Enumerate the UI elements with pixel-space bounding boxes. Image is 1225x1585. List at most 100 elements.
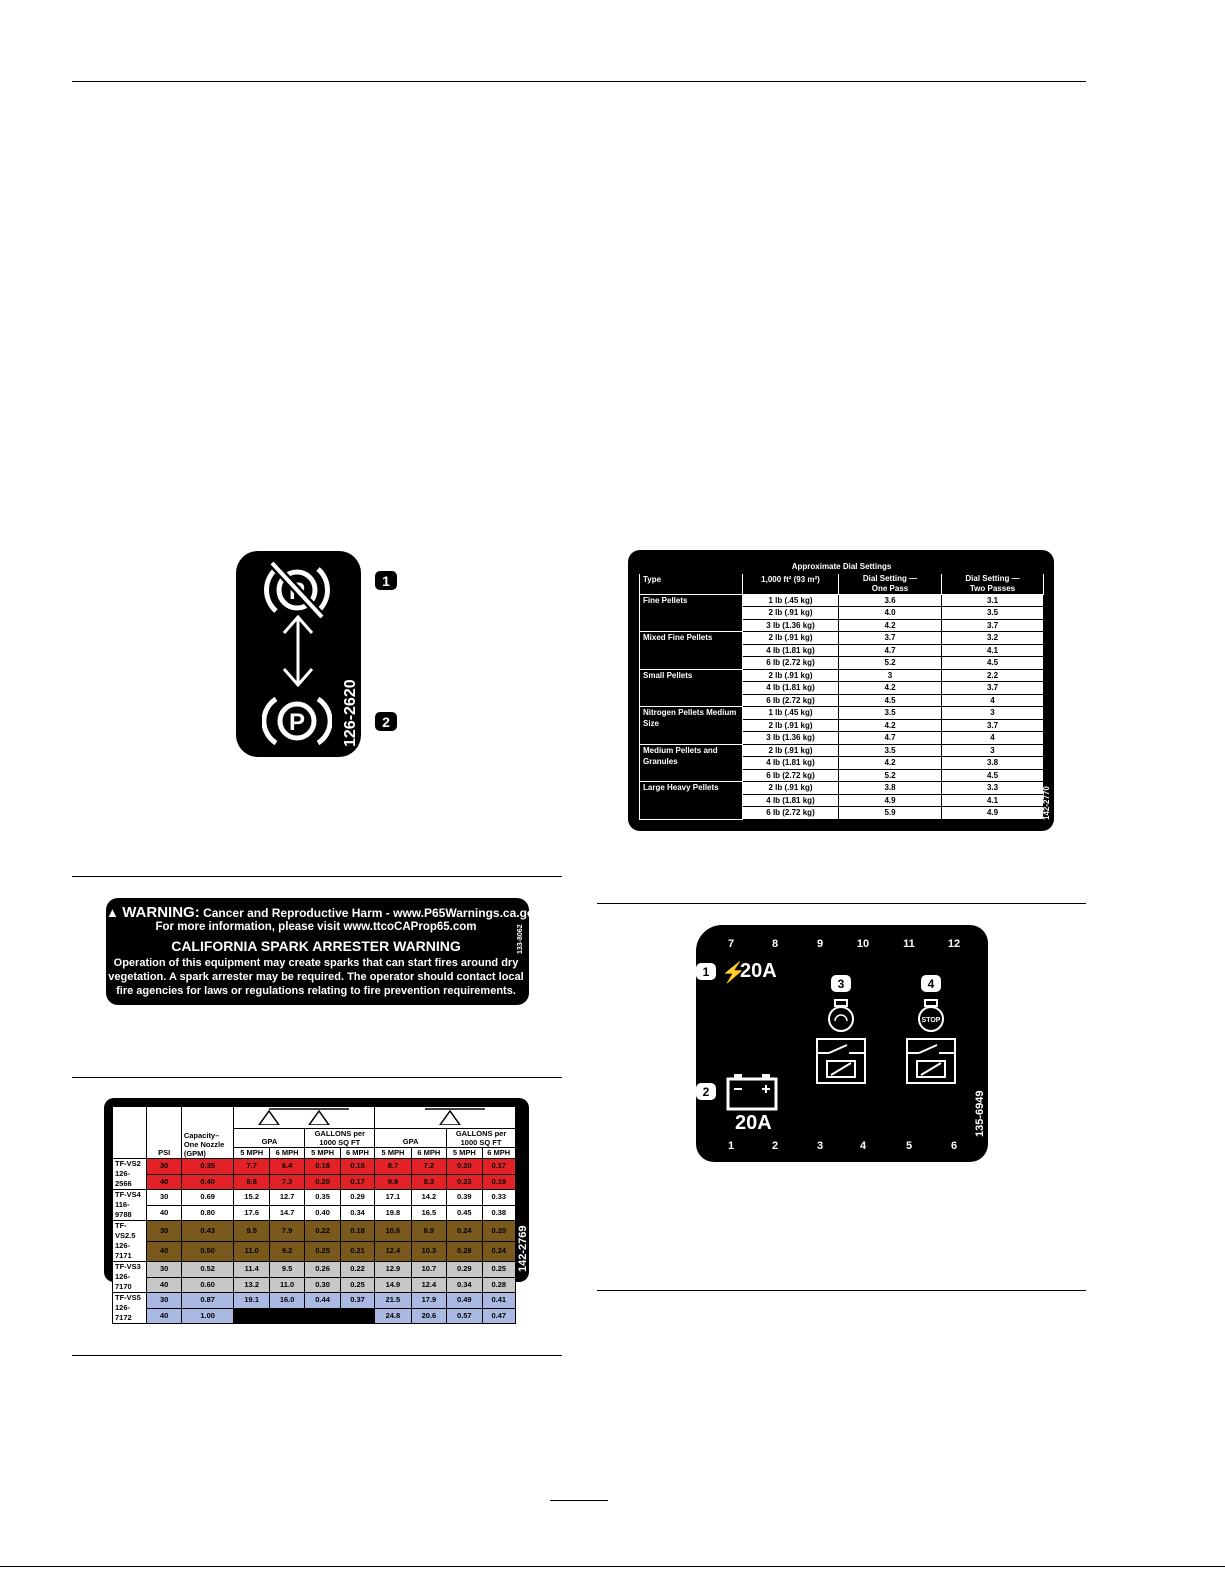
psi-cell: 30	[146, 1158, 182, 1175]
value-cell: 0.35	[180, 1158, 235, 1175]
callout-2: 2	[375, 712, 397, 731]
decal-part-number: 142-2769	[517, 1225, 529, 1273]
parking-brake-release-icon: P	[264, 559, 330, 621]
relay-stop-icon	[906, 1038, 956, 1084]
rate-cell: 6 lb (2.72 kg)	[742, 656, 839, 670]
one-pass-cell: 3.6	[838, 593, 942, 607]
fuse-position-number: 5	[905, 1140, 913, 1152]
value-cell: 0.52	[180, 1261, 235, 1278]
decal-part-number: 135-6949	[974, 1090, 986, 1138]
double-arrow-icon	[282, 614, 314, 688]
value-cell: 0.39	[446, 1189, 483, 1206]
value-cell: 12.4	[410, 1276, 448, 1293]
header-rule	[72, 81, 1086, 82]
decal-part-number: 133-8062	[517, 924, 524, 954]
fuse-position-number: 7	[727, 938, 735, 950]
value-cell: 0.19	[481, 1173, 517, 1190]
decal-part-number: 126-2620	[342, 679, 359, 747]
mph5-header: 5 MPH	[233, 1147, 270, 1159]
value-cell: 0.25	[481, 1261, 517, 1278]
mph6-header: 6 MPH	[268, 1147, 306, 1159]
value-cell: 0.40	[304, 1204, 341, 1221]
value-cell: 7.7	[233, 1158, 270, 1175]
nozzle-model: TF-VS2.5 126-7171	[111, 1220, 148, 1262]
warning-body-3: fire agencies for laws or regulations re…	[116, 985, 516, 997]
mph5-header: 5 MPH	[374, 1147, 412, 1159]
value-cell: 0.57	[446, 1307, 483, 1324]
value-cell: 20.6	[410, 1307, 448, 1324]
value-cell: 12.7	[268, 1189, 306, 1206]
one-pass-cell: 5.2	[838, 656, 942, 670]
fuse-position-number: 1	[727, 1140, 735, 1152]
col-header-type: Type	[639, 572, 743, 595]
gallons-header: GALLONS per 1000 SQ FT	[446, 1128, 516, 1148]
two-passes-cell: 3.7	[940, 681, 1045, 695]
dial-settings-decal: Approximate Dial Settings Type 1,000 ft²…	[628, 550, 1054, 831]
value-cell: 0.69	[180, 1189, 235, 1206]
col-header-area: 1,000 ft² (93 m²)	[742, 572, 839, 595]
value-cell: 13.2	[233, 1276, 270, 1293]
rate-cell: 4 lb (1.81 kg)	[742, 756, 839, 770]
value-cell: 9.9	[374, 1173, 412, 1190]
psi-cell: 30	[146, 1261, 182, 1278]
one-pass-cell: 3.7	[838, 631, 942, 645]
rate-cell: 2 lb (.91 kg)	[742, 743, 839, 757]
dial-table-title: Approximate Dial Settings	[638, 560, 1045, 574]
rate-cell: 6 lb (2.72 kg)	[742, 806, 839, 820]
one-pass-cell: 3	[838, 668, 942, 682]
one-pass-cell: 4.7	[838, 643, 942, 657]
value-cell: 9.2	[268, 1240, 306, 1262]
page-number-rule	[550, 1500, 608, 1501]
value-cell: 10.3	[410, 1240, 448, 1262]
fuse-position-number: 4	[859, 1140, 867, 1152]
divider-left-3	[72, 1355, 562, 1356]
fuse-position-number: 8	[771, 938, 779, 950]
value-cell: 0.49	[446, 1292, 483, 1309]
value-cell: 0.22	[339, 1261, 376, 1278]
fuse-position-number: 3	[816, 1140, 824, 1152]
col-header-two-passes: Dial Setting — Two Passes	[940, 572, 1045, 595]
gpa-header: GPA	[374, 1128, 448, 1148]
callout-1: 1	[696, 963, 716, 980]
mph6-header: 6 MPH	[410, 1147, 448, 1159]
rate-cell: 1 lb (.45 kg)	[742, 706, 839, 720]
rate-cell: 2 lb (.91 kg)	[742, 631, 839, 645]
value-cell: 19.1	[233, 1292, 270, 1309]
value-cell: 0.35	[304, 1189, 341, 1206]
fuse-2-rating: 20A	[735, 1112, 772, 1134]
psi-cell: 40	[146, 1240, 182, 1262]
value-cell: 0.25	[304, 1240, 341, 1262]
warning-body-1: Operation of this equipment may create s…	[113, 957, 519, 969]
rate-cell: 3 lb (1.36 kg)	[742, 731, 839, 745]
psi-cell: 40	[146, 1173, 182, 1190]
two-passes-cell: 3.2	[940, 631, 1045, 645]
parking-brake-engaged-icon: P	[262, 696, 332, 746]
value-cell: 8.7	[374, 1158, 412, 1175]
engine-stop-icon	[918, 999, 944, 1032]
value-cell: 0.17	[339, 1173, 376, 1190]
nozzle-chart-decal: PSI Capacity– One Nozzle (GPM)	[104, 1098, 529, 1324]
value-cell: 0.33	[481, 1189, 517, 1206]
nozzle-model: TF-VS3 126-7170	[111, 1261, 148, 1293]
value-cell: 15.2	[233, 1189, 270, 1206]
nozzle-model: TF-VS4 116-9788	[111, 1189, 148, 1221]
two-passes-cell: 3.7	[940, 618, 1045, 632]
warning-line-1: Cancer and Reproductive Harm - www.P65Wa…	[203, 906, 544, 920]
two-passes-cell: 4.5	[940, 656, 1045, 670]
value-cell: 0.45	[446, 1204, 483, 1221]
psi-cell: 30	[146, 1220, 182, 1242]
fuse-position-number: 9	[816, 938, 824, 950]
value-cell: 1.00	[180, 1307, 235, 1324]
mph5-header: 5 MPH	[304, 1147, 341, 1159]
spark-arrester-warning-decal: ▲ WARNING: Cancer and Reproductive Harm …	[106, 898, 543, 1005]
warning-label: WARNING:	[122, 904, 200, 921]
engine-start-icon	[828, 999, 854, 1032]
warning-triangle-icon: ▲	[106, 905, 119, 920]
divider-right-2	[597, 1290, 1086, 1291]
